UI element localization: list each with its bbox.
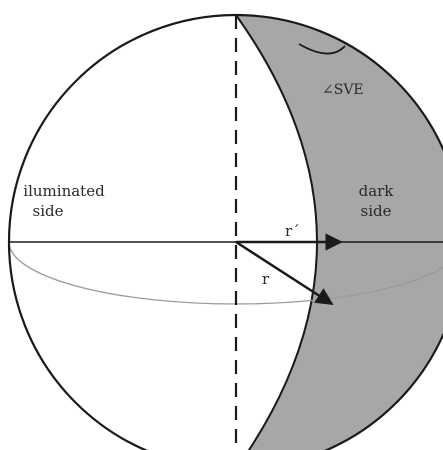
r-prime-label: r´	[285, 222, 300, 240]
illuminated-side-label-line2: side	[33, 202, 64, 220]
angle-sve-label: ∠SVE	[322, 82, 364, 98]
r-arrow	[235, 240, 334, 306]
angle-sve-arc	[298, 43, 346, 55]
dark-side-label-line1: dark	[359, 182, 395, 200]
illuminated-side-label-line1: iluminated	[23, 182, 105, 200]
dark-side-region	[236, 15, 443, 450]
r-label: r	[262, 270, 270, 288]
dark-side-label-line2: side	[361, 202, 392, 220]
sphere-outline	[7, 13, 443, 450]
